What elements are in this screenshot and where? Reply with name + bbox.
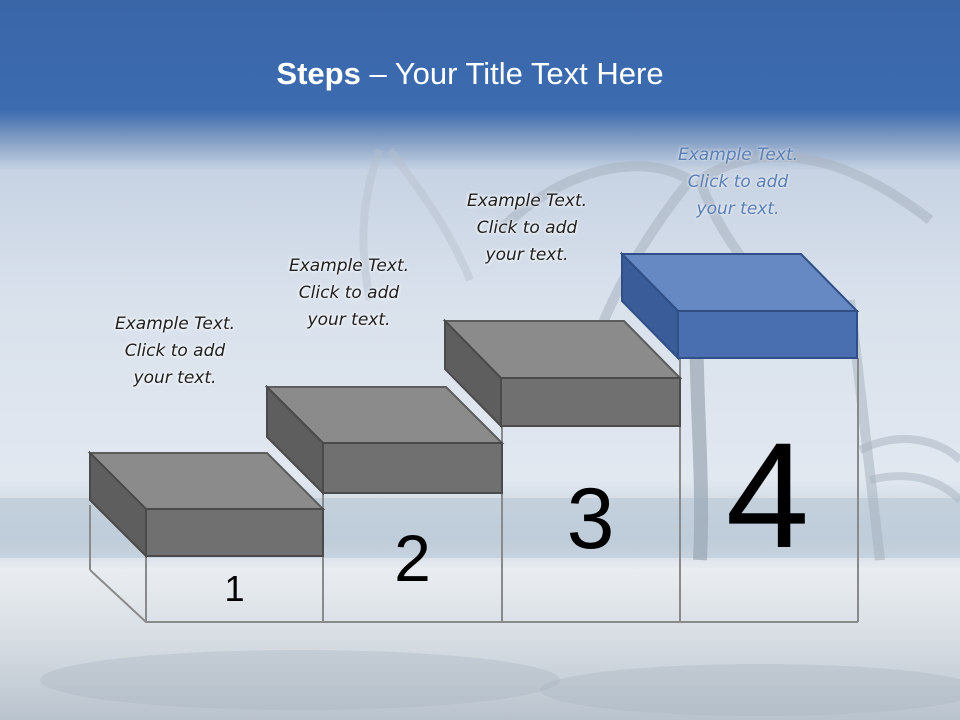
caption-line: your text. (307, 310, 391, 330)
caption-line: your text. (133, 368, 217, 388)
sand-shadow (40, 650, 560, 710)
step-2-caption[interactable]: Example Text. Click to add your text. (264, 253, 434, 334)
step-3-number: 3 (566, 471, 615, 567)
palm-fronds (359, 147, 474, 301)
step-4-caption[interactable]: Example Text. Click to add your text. (653, 142, 823, 223)
step-4-block[interactable] (619, 251, 860, 361)
caption-line: Click to add (124, 341, 226, 361)
caption-line: Example Text. (114, 314, 236, 334)
caption-line: Click to add (298, 283, 400, 303)
caption-line: Example Text. (288, 256, 410, 276)
step-1-block[interactable] (87, 450, 326, 559)
title-bold: Steps (276, 56, 361, 91)
caption-line: your text. (485, 245, 569, 265)
caption-line: Example Text. (677, 145, 799, 165)
caption-line: your text. (696, 199, 780, 219)
step-1-caption[interactable]: Example Text. Click to add your text. (90, 311, 260, 392)
step-4-number: 4 (725, 411, 810, 579)
palm-fronds (496, 151, 934, 334)
step-2-number: 2 (394, 521, 431, 595)
caption-line: Click to add (476, 218, 578, 238)
sand-shadow (540, 664, 960, 716)
step-3-caption[interactable]: Example Text. Click to add your text. (442, 188, 612, 269)
slide-title[interactable]: Steps – Your Title Text Here (0, 56, 940, 92)
palm-fronds (858, 435, 960, 503)
step-2-block[interactable] (264, 384, 505, 496)
caption-line: Example Text. (466, 191, 588, 211)
step-3-block[interactable] (442, 318, 683, 429)
step-1-number: 1 (224, 568, 245, 609)
title-rest: – Your Title Text Here (360, 56, 664, 91)
caption-line: Click to add (687, 172, 789, 192)
